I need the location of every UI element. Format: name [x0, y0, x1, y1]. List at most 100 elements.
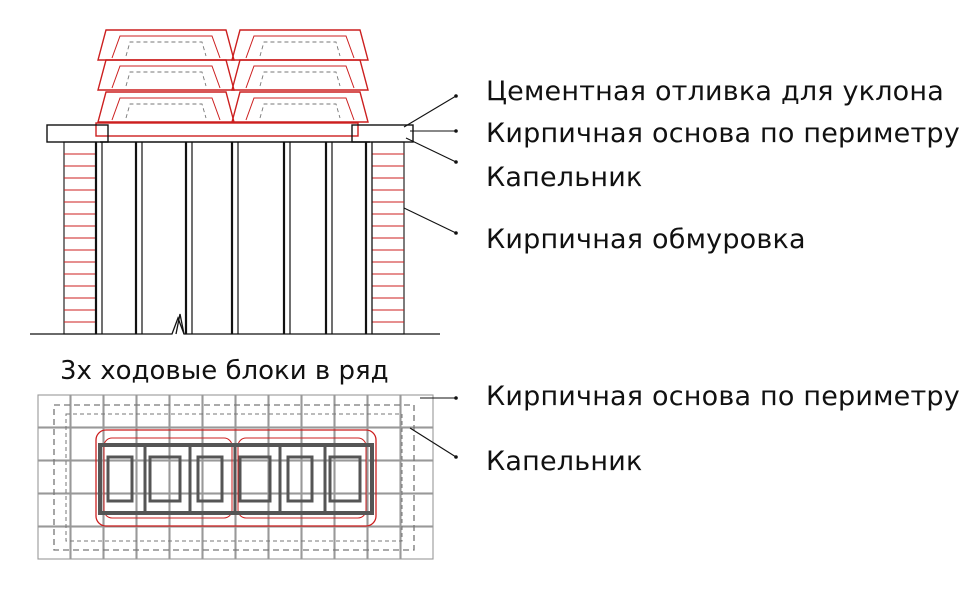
plan-brick [268, 526, 302, 560]
plan-brick [400, 427, 434, 461]
cap-outline [231, 29, 369, 61]
ledge-left [46, 124, 109, 143]
plan-brick [400, 460, 434, 494]
ledge-right [351, 124, 414, 143]
leader-line-2 [405, 137, 457, 163]
elevation-drawing [30, 29, 440, 335]
plan-brick [37, 460, 71, 494]
plan-brick [202, 394, 236, 428]
plan-block-row [98, 443, 374, 515]
plan-brick [301, 526, 335, 560]
plan-brick [70, 493, 104, 527]
plan-brick [103, 526, 137, 560]
plan-drawing [37, 394, 434, 560]
plan-brick [367, 394, 401, 428]
cap-inner [245, 35, 355, 59]
plan-block-cell [106, 455, 134, 503]
brick-column-left [63, 141, 97, 335]
plan-brick [301, 394, 335, 428]
leader-dot-1 [454, 129, 458, 133]
cap-hidden-line [125, 41, 207, 57]
plan-block-cell [148, 455, 182, 503]
cap-hidden-line [125, 71, 207, 87]
plan-brick [70, 526, 104, 560]
plan-brick [268, 493, 302, 527]
cap-outline [231, 59, 369, 91]
leader-dot-2 [454, 160, 458, 164]
cap-inner [111, 97, 221, 121]
plan-brick [202, 460, 236, 494]
ground-line [30, 316, 440, 335]
leader-line-0 [403, 95, 457, 128]
leader-dot-0 [454, 94, 458, 98]
plan-brick [202, 526, 236, 560]
cap-hidden-line [259, 103, 341, 119]
leader-line-3 [403, 207, 457, 234]
plan-brick [334, 460, 368, 494]
plan-block-cell [328, 455, 362, 503]
plan-brick-grid [37, 394, 434, 560]
plan-cap-right [237, 437, 367, 519]
plan-brick [202, 493, 236, 527]
cap-tier-right-0 [231, 29, 369, 61]
plan-drip-outline-outer [53, 404, 415, 551]
plan-brick [301, 460, 335, 494]
caption-three-way-blocks: 3х ходовые блоки в ряд [60, 356, 389, 386]
plan-cap-left [103, 437, 233, 519]
plan-label-brick-base-perimeter: Кирпичная основа по периметру [486, 381, 960, 412]
leader-dot-3 [454, 231, 458, 235]
plan-brick [136, 493, 170, 527]
plan-block-cell [196, 455, 224, 503]
cap-tier-left-2 [97, 91, 235, 123]
cap-tier-right-1 [231, 59, 369, 91]
cap-tier-left-0 [97, 29, 235, 61]
plan-brick [400, 394, 434, 428]
plan-brick [268, 460, 302, 494]
label-cement-slope: Цементная отливка для уклона [486, 76, 944, 107]
plan-brick [37, 526, 71, 560]
plan-drip-outline-inner [65, 413, 403, 542]
cap-hidden-line [125, 103, 207, 119]
cement-slope-slab [95, 122, 359, 137]
brick-column-right [371, 141, 405, 335]
break-symbol [175, 313, 185, 335]
cap-hidden-line [259, 41, 341, 57]
cap-inner [245, 65, 355, 89]
plan-brick [70, 460, 104, 494]
cap-tier-right-2 [231, 91, 369, 123]
plan-brick [367, 460, 401, 494]
plan-brick [334, 526, 368, 560]
plan-brick [367, 493, 401, 527]
label-brick-base-perimeter: Кирпичная основа по периметру [486, 118, 960, 149]
plan-brick [235, 526, 269, 560]
cap-tier-left-1 [97, 59, 235, 91]
cap-outline [97, 91, 235, 123]
plan-brick [136, 526, 170, 560]
plan-brick [169, 460, 203, 494]
plan-brick [136, 394, 170, 428]
plan-brick [268, 394, 302, 428]
plan-label-drip-edge: Капельник [486, 446, 643, 477]
cap-inner [111, 35, 221, 59]
plan-brick [37, 394, 71, 428]
cap-outline [231, 91, 369, 123]
plan-brick [367, 526, 401, 560]
plan-brick [334, 394, 368, 428]
cap-hidden-line [259, 71, 341, 87]
plan-brick [334, 493, 368, 527]
plan-brick [400, 526, 434, 560]
plan-brick [169, 394, 203, 428]
plan-brick [136, 460, 170, 494]
leader-dot-4 [454, 396, 458, 400]
cap-outline [97, 29, 235, 61]
plan-brick [169, 526, 203, 560]
plan-brick [103, 394, 137, 428]
plan-brick [235, 394, 269, 428]
plan-block-cell [238, 455, 272, 503]
label-drip-edge: Капельник [486, 162, 643, 193]
cap-inner [245, 97, 355, 121]
label-brick-cladding: Кирпичная обмуровка [486, 224, 806, 255]
leader-dot-5 [454, 455, 458, 459]
cap-outline [97, 59, 235, 91]
